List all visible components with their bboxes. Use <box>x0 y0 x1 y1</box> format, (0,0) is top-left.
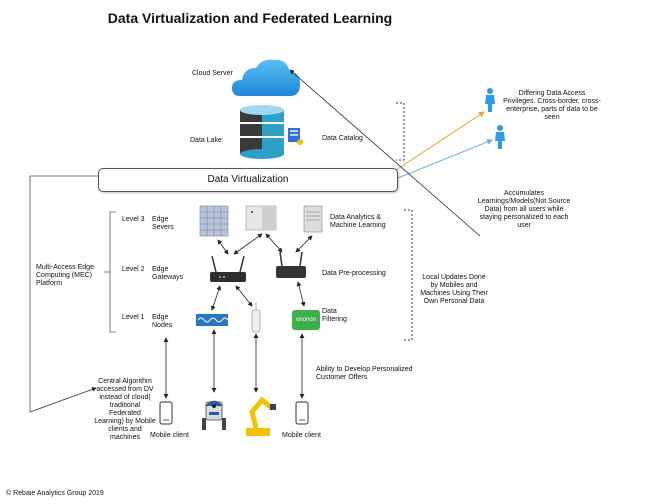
copyright-text: © Rebaie Analytics Group 2019 <box>6 490 104 497</box>
filter-badge-bg <box>292 310 320 330</box>
preprocessing-label: Data Pre-processing <box>322 270 386 277</box>
mec-platform-text: Multi-Access Edge Computing (MEC) Platfo… <box>36 264 94 287</box>
data-virtualization-label: Data Virtualization <box>207 174 289 185</box>
page-title: Data Virtualization and Federated Learni… <box>107 10 393 26</box>
level-bracket <box>104 211 116 333</box>
level-1-label: Level 1 <box>122 314 145 321</box>
central-algorithm-text: Central Algorithm accessed from DV inste… <box>94 378 156 441</box>
dotted-bracket-levels <box>404 209 413 341</box>
server-rack-icon <box>199 205 229 237</box>
mobile-phone-icon-2 <box>295 401 309 425</box>
analytics-label: Data Analytics & Machine Learning <box>330 214 386 229</box>
mobile-client-label-1: Mobile client <box>150 432 189 439</box>
person-icon <box>485 88 505 149</box>
dotted-bracket-top <box>396 102 405 161</box>
level-3-label: Level 3 <box>122 216 145 223</box>
tower-server-icon <box>303 205 323 233</box>
offers-text: Ability to Develop Personalized Customer… <box>316 366 413 381</box>
robotic-arm-icon <box>246 396 276 436</box>
data-catalog-label: Data Catalog <box>322 135 363 142</box>
level-2-label: Level 2 <box>122 266 145 273</box>
privileges-text: Differing Data Access Privileges. Cross-… <box>503 90 601 121</box>
data-lake-label: Data Lake <box>190 137 222 144</box>
mobile-phone-icon <box>159 401 173 425</box>
filter-badge-text: ononon <box>295 317 317 323</box>
edge-connectors <box>163 233 313 399</box>
accumulates-text: Accumulates Learnings/Models(Not Source … <box>477 190 571 229</box>
local-updates-text: Local Updates Done by Mobiles and Machin… <box>420 274 488 305</box>
mobile-client-label-2: Mobile client <box>282 432 321 439</box>
privilege-arrow-orange <box>395 111 485 171</box>
server-box-icon <box>245 205 277 231</box>
access-point-icon <box>251 302 261 333</box>
edge-nodes-label: Edge Nodes <box>152 314 173 329</box>
edge-servers-label: Edge Severs <box>152 216 174 231</box>
left-connector-arrow <box>29 387 97 413</box>
catalog-icon <box>288 128 303 145</box>
cloud-return-arrow <box>289 69 481 237</box>
edge-gateways-label: Edge Gateways <box>152 266 184 281</box>
cloud-icon <box>232 59 300 96</box>
left-connector <box>29 175 98 413</box>
database-icon <box>240 105 284 159</box>
router-icon <box>210 255 246 282</box>
filtering-label: Data Filtering <box>322 308 347 323</box>
data-virtualization-box <box>98 168 398 192</box>
switch-icon <box>196 314 229 326</box>
cloud-server-label: Cloud Server <box>192 70 233 77</box>
gateway-icon <box>276 251 306 278</box>
robot-icon <box>202 400 226 430</box>
privilege-arrow-blue <box>397 139 493 179</box>
